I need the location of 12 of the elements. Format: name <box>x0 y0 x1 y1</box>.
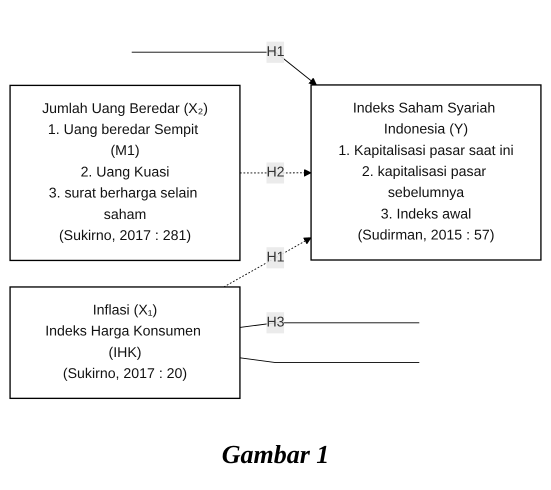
edge-label: H1 <box>266 250 285 265</box>
edge-label: H2 <box>266 164 285 180</box>
edge-label: H3 <box>266 314 285 330</box>
arrow <box>240 168 312 177</box>
arrow <box>131 52 317 86</box>
variable-box: Jumlah Uang Beredar (X₂) 1. Uang beredar Sempit (M1) 2. Uang Kuasi 3. surat berharga selain saham (Sukirno, 2017 : 281) <box>9 84 241 262</box>
variable-box: Indeks Saham Syariah Indonesia (Y) 1. Kapitalisasi pasar saat ini 2. kapitalisasi pasar sebelumnya 3. Indeks awal (Sudirman, 2015 : 57) <box>310 84 542 261</box>
connector <box>240 322 420 328</box>
figure-caption: Gambar 1 <box>222 440 330 469</box>
connector <box>240 357 420 363</box>
edge-label: H1 <box>266 44 285 60</box>
variable-box: Inflasi (X₁) Indeks Harga Konsumen (IHK) (Sukirno, 2017 : 20) <box>9 286 241 400</box>
